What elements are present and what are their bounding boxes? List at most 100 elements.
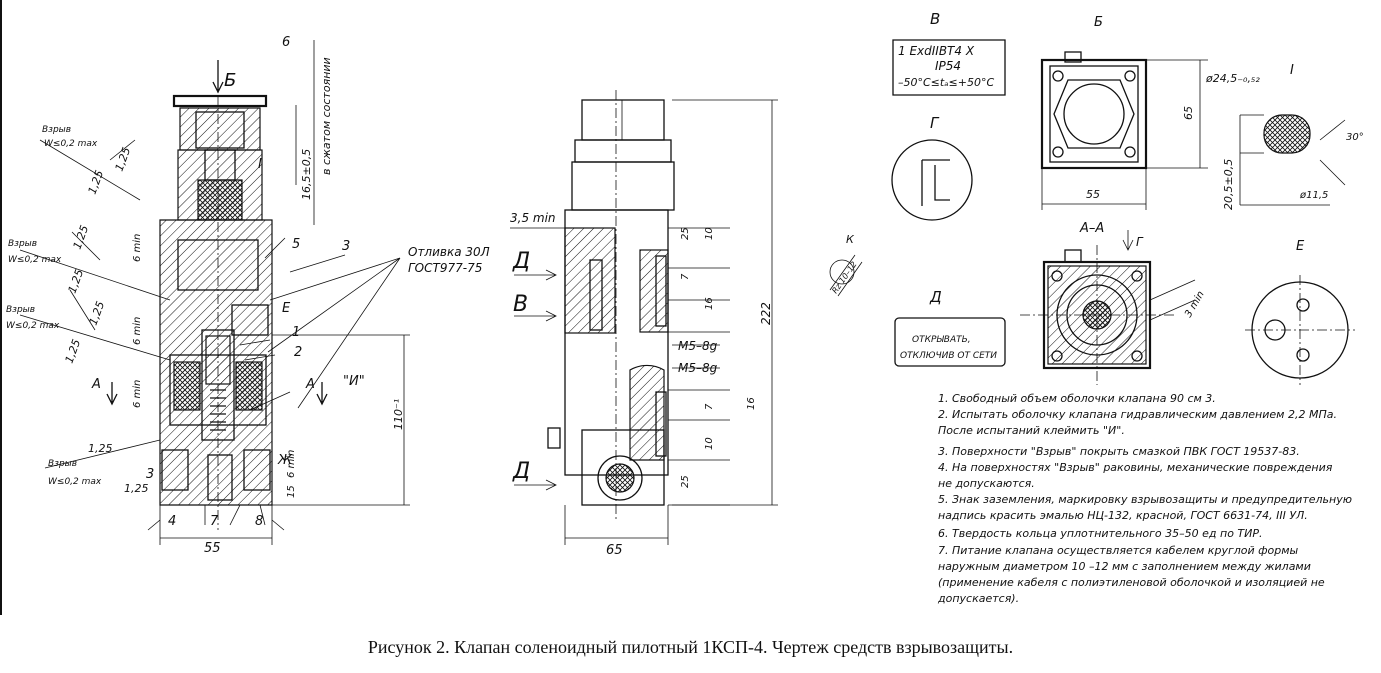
- dim-mid-m5a: М5–8g: [678, 339, 718, 353]
- dim-left-6min-d: 6 min: [286, 450, 297, 478]
- marking-line2: IP54: [935, 59, 961, 73]
- note-line: После испытаний клеймить "И".: [938, 424, 1125, 437]
- vzryv1b: W≤0,2 max: [44, 139, 98, 149]
- vzryv4b: W≤0,2 max: [48, 477, 102, 487]
- dim-left-165: 16,5±0,5: [300, 149, 313, 200]
- note-line: 3. Поверхности "Взрыв" покрыть смазкой П…: [938, 445, 1300, 458]
- detail-k: [829, 254, 863, 297]
- dim-right-55: 55: [1086, 188, 1100, 201]
- view-e: [1245, 275, 1355, 385]
- r125-7: 1,25: [88, 442, 113, 455]
- dim-right-115: ø11,5: [1299, 190, 1328, 201]
- r125-3: 1,25: [71, 224, 92, 251]
- dim-right-3min: 3 min: [1183, 289, 1207, 319]
- dim-left-6min-b: 6 min: [132, 317, 143, 345]
- vzryv1: Взрыв: [42, 125, 71, 135]
- label-d-view: Д: [929, 288, 942, 306]
- dim-mid-25a: 25: [680, 227, 691, 240]
- callout-3b: 3: [146, 467, 154, 482]
- note-line: 6. Твердость кольца уплотнительного 35–5…: [938, 527, 1263, 540]
- label-b-side: Б: [1094, 15, 1103, 30]
- callout-2: 2: [294, 345, 302, 360]
- vzryv3: Взрыв: [6, 305, 35, 315]
- dim-mid-7a: 7: [680, 273, 691, 280]
- note-line: 4. На поверхностях "Взрыв" раковины, мех…: [938, 461, 1333, 474]
- dim-right-205: 20,5±0,5: [1222, 159, 1235, 210]
- callout-1: 1: [292, 325, 300, 340]
- dim-mid-m5b: М5–8g: [678, 361, 718, 375]
- dim-mid-7b: 7: [704, 403, 715, 410]
- section-aa: [1020, 230, 1196, 385]
- detail-i: [1239, 114, 1346, 206]
- label-e-view: Е: [1296, 239, 1305, 254]
- dim-k-detail: Rz 10–12: [830, 260, 858, 295]
- note-line: 2. Испытать оболочку клапана гидравличес…: [938, 408, 1337, 421]
- callout-i: I: [258, 157, 262, 172]
- label-d-arrow2: Д: [512, 459, 530, 484]
- plate-g: [891, 139, 973, 221]
- r125-2: 1,25: [86, 169, 107, 196]
- top-cap: [172, 94, 268, 108]
- dim-mid-222: 222: [759, 302, 773, 325]
- label-zh-mark: Ж: [277, 453, 293, 468]
- r125-6: 1,25: [63, 338, 84, 365]
- r125-1: 1,25: [113, 146, 134, 173]
- frame-left-edge: [0, 0, 2, 615]
- figure-caption: Рисунок 2. Клапан соленоидный пилотный 1…: [367, 637, 1014, 657]
- coil-right: [235, 361, 263, 411]
- note-line: наружным диаметром 10 –12 мм с заполнени…: [938, 560, 1311, 573]
- marking-line3: –50°C≤tₐ≤+50°C: [898, 76, 994, 89]
- dim-mid-16a: 16: [704, 297, 715, 310]
- dim-mid-10b: 10: [704, 437, 715, 450]
- dim-left-55: 55: [204, 541, 221, 556]
- callout-4: 4: [168, 514, 176, 529]
- note-line: 7. Питание клапана осуществляется кабеле…: [938, 544, 1299, 557]
- dim-mid-35min: 3,5 min: [510, 211, 556, 225]
- side-port: [231, 304, 269, 336]
- seal-ring: [197, 179, 243, 221]
- casting-note-line1: Отливка 30Л: [408, 245, 490, 259]
- callout-3: 3: [342, 239, 350, 254]
- note-line: допускается).: [937, 592, 1019, 605]
- label-a-right: А: [305, 377, 315, 392]
- note-line: не допускаются.: [938, 477, 1035, 490]
- gland-nut: [179, 107, 261, 151]
- dim-mid-16b: 16: [746, 397, 757, 410]
- label-g-view: Г: [930, 114, 940, 132]
- r125-8: 1,25: [124, 482, 149, 495]
- label-k: К: [846, 233, 855, 246]
- technical-drawing: Б 6 А А 5 3 1 2 "И" I Е Ж 3 4 7 8 55 Отл…: [6, 10, 1364, 605]
- note-line: (применение кабеля с полиэтиленовой обол…: [938, 576, 1325, 589]
- vzryv3b: W≤0,2 max: [6, 321, 60, 331]
- label-b-top: Б: [224, 70, 236, 91]
- label-e-mark: Е: [282, 301, 291, 316]
- label-v-side: В: [513, 292, 528, 317]
- dim-right-30: 30°: [1346, 132, 1364, 143]
- dim-left-15: 15: [286, 485, 297, 498]
- label-a-left: А: [91, 377, 101, 392]
- vzryv4: Взрыв: [48, 459, 77, 469]
- vzryv2: Взрыв: [8, 239, 37, 249]
- label-section-aa: А–А: [1079, 221, 1104, 236]
- label-i-view: I: [1290, 63, 1294, 78]
- coil-left: [173, 361, 201, 411]
- marking-plate-v: [892, 39, 1006, 96]
- callout-8: 8: [255, 514, 263, 529]
- dim-right-245: ø24,5₋₀,₅₂: [1205, 72, 1260, 85]
- r125-5: 1,25: [87, 300, 108, 327]
- warning-line1: ОТКРЫВАТЬ,: [912, 335, 971, 345]
- top-view-b: [1040, 51, 1208, 210]
- casting-note-line2: ГОСТ977-75: [408, 261, 482, 275]
- note-line: 1. Свободный объем оболочки клапана 90 с…: [938, 392, 1216, 405]
- warning-line2: ОТКЛЮЧИВ ОТ СЕТИ: [900, 351, 997, 361]
- left-section-view: [19, 40, 410, 545]
- dim-left-6min-c: 6 min: [132, 380, 143, 408]
- dim-left-110: 110⁻¹: [392, 399, 405, 430]
- drawing-labels: Б 6 А А 5 3 1 2 "И" I Е Ж 3 4 7 8 55 Отл…: [6, 10, 1364, 558]
- middle-side-view: [510, 90, 778, 545]
- callout-7: 7: [210, 514, 219, 529]
- dim-left-state: в сжатом состоянии: [320, 57, 333, 175]
- dim-right-65: 65: [1182, 106, 1195, 120]
- vzryv2b: W≤0,2 max: [8, 255, 62, 265]
- note-line: надпись красить эмалью НЦ-132, красной, …: [938, 509, 1308, 522]
